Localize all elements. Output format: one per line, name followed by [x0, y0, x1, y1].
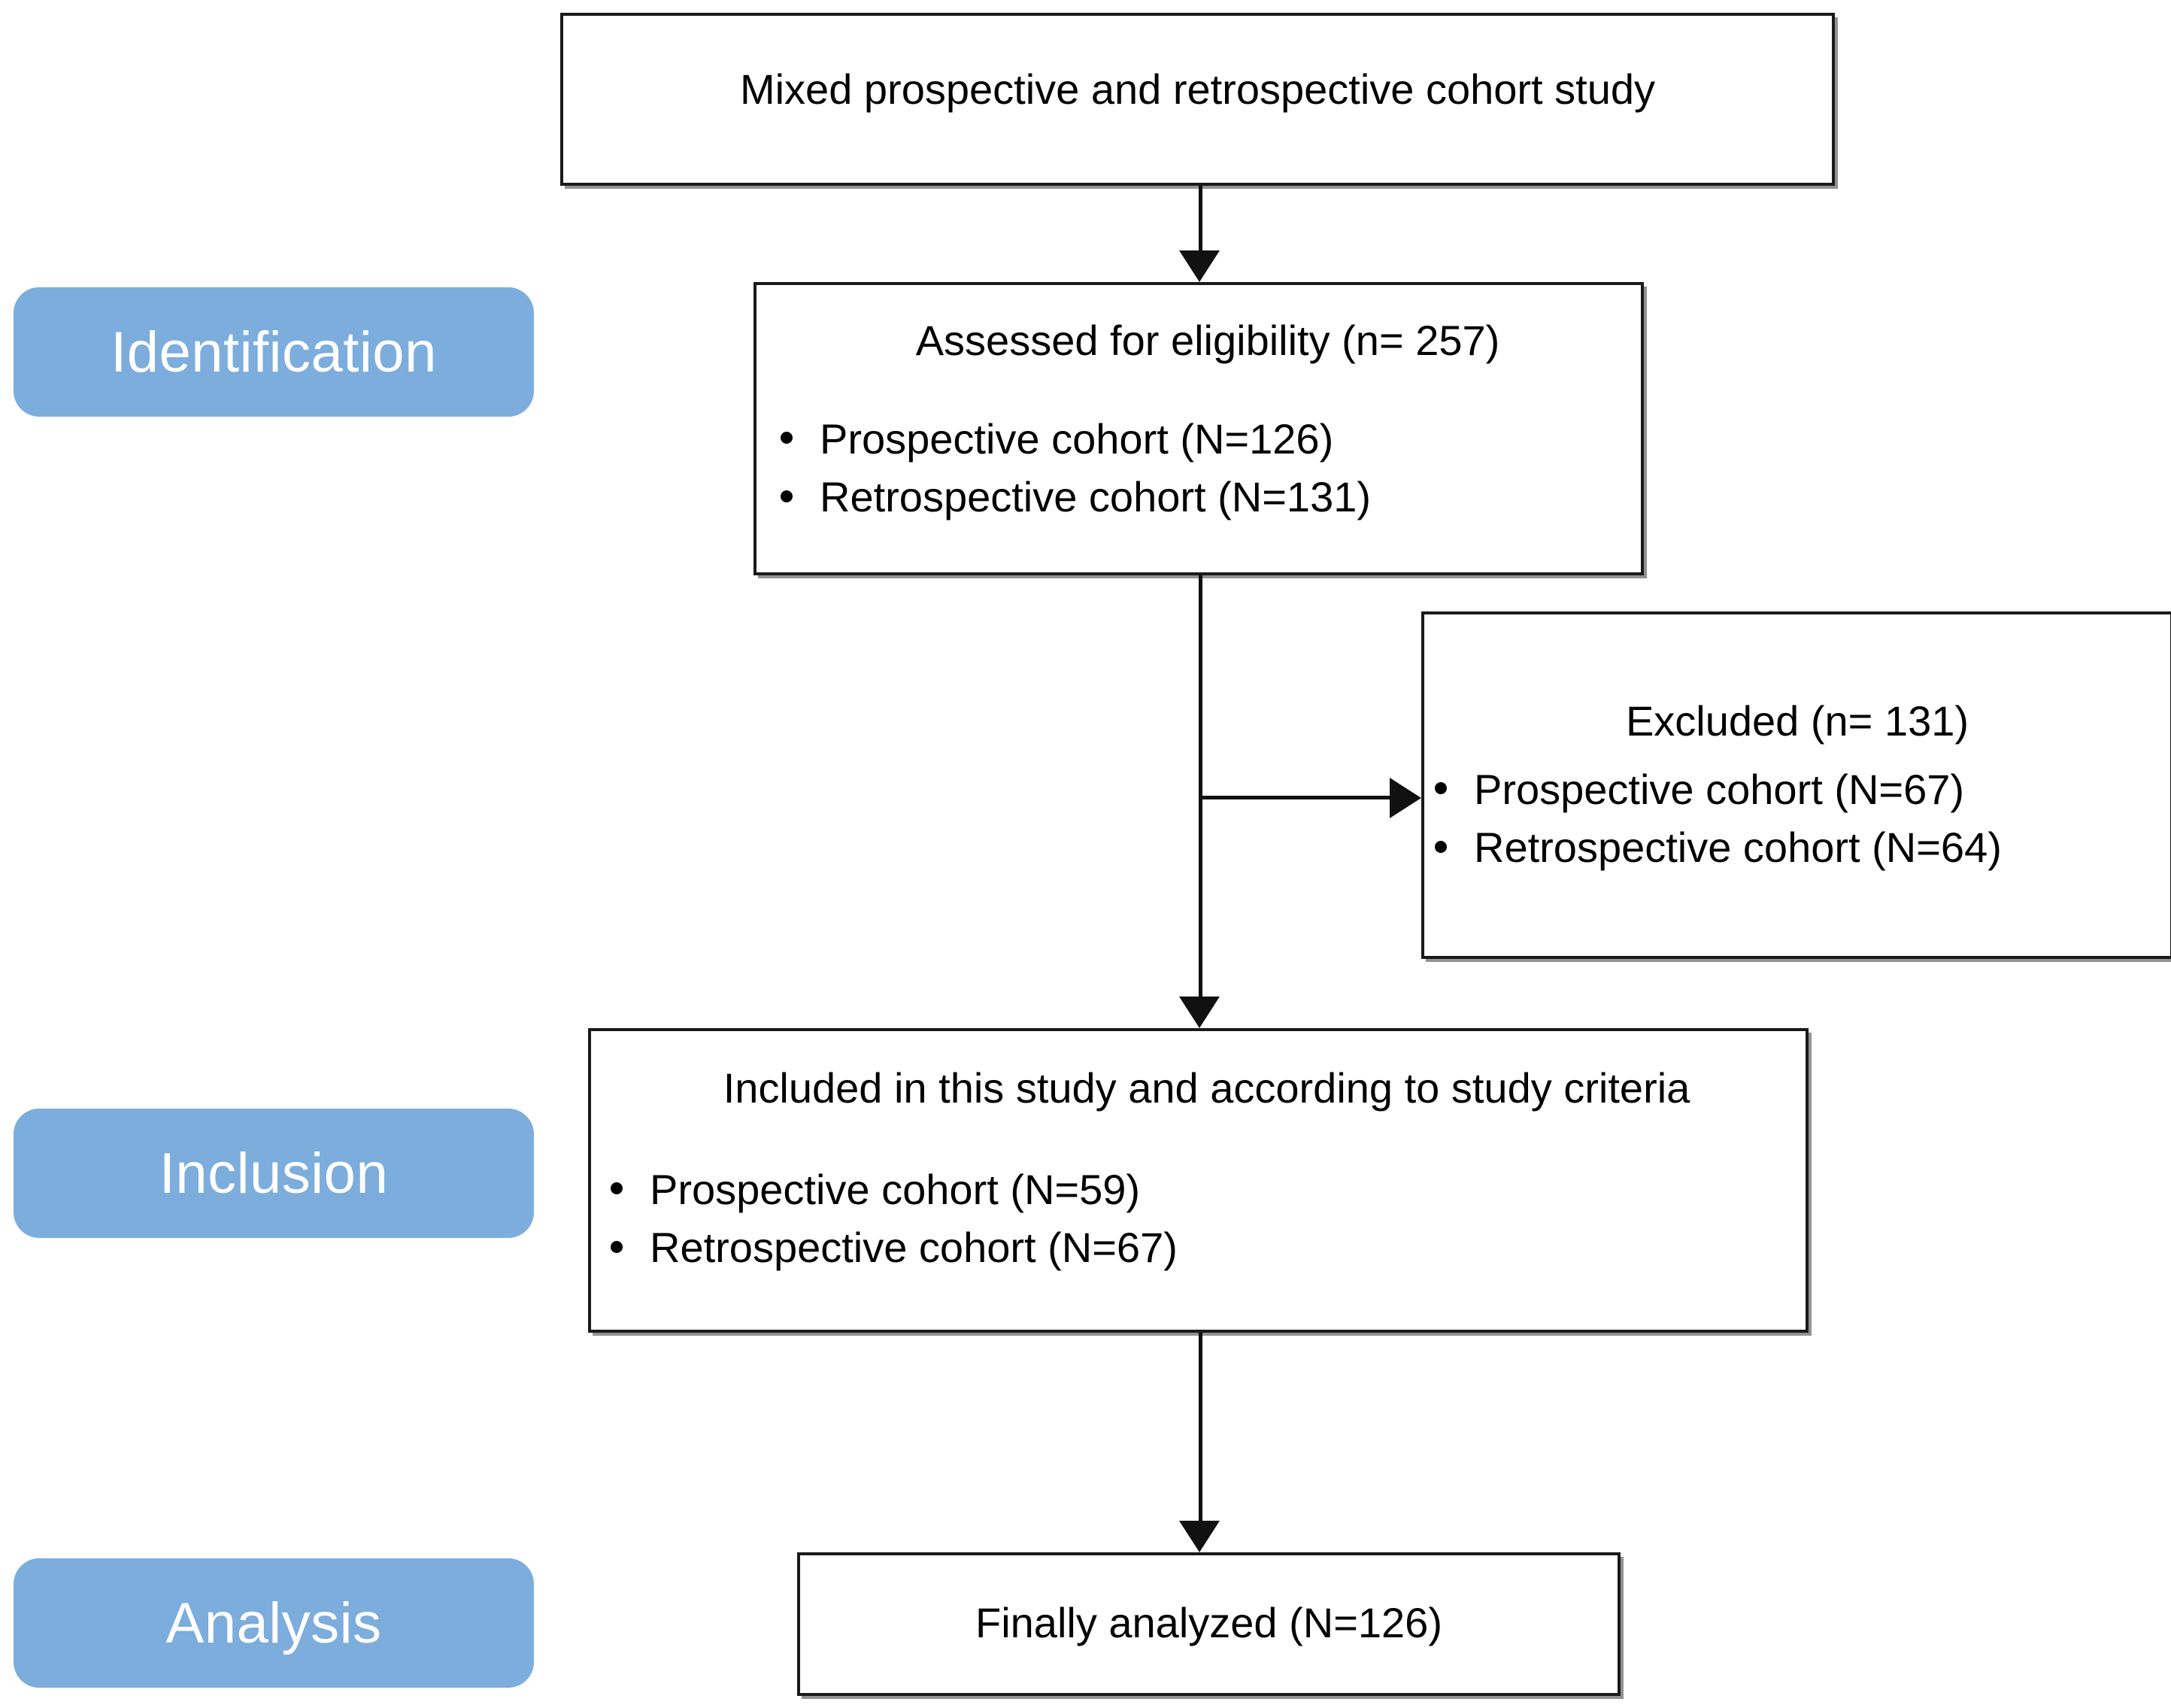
node-finally-analyzed-body: Finally analyzed (N=126) [800, 1555, 1618, 1652]
node-assessed-eligibility: Assessed for eligibility (n= 257) Prospe… [753, 282, 1644, 575]
node-excluded-body: Excluded (n= 131) Prospective cohort (N=… [1424, 614, 2170, 876]
node-assessed-eligibility-title: Assessed for eligibility (n= 257) [915, 317, 1500, 364]
stage-label-identification: Identification [14, 287, 534, 417]
list-item: Prospective cohort (N=126) [770, 410, 1641, 468]
node-study-design: Mixed prospective and retrospective coho… [560, 13, 1835, 186]
node-included-bullets: Prospective cohort (N=59) Retrospective … [600, 1160, 1806, 1277]
node-assessed-eligibility-bullets: Prospective cohort (N=126) Retrospective… [770, 410, 1641, 526]
stage-label-analysis-text: Analysis [165, 1591, 382, 1655]
list-item: Prospective cohort (N=59) [600, 1160, 1806, 1218]
list-item: Retrospective cohort (N=64) [1424, 818, 2170, 876]
connector-eligible-to-included-line [1199, 575, 1202, 997]
node-excluded: Excluded (n= 131) Prospective cohort (N=… [1421, 611, 2171, 959]
stage-label-analysis: Analysis [14, 1558, 534, 1688]
list-item: Retrospective cohort (N=67) [600, 1218, 1806, 1276]
connector-study-to-eligible-line [1199, 186, 1202, 253]
list-item: Prospective cohort (N=67) [1424, 760, 2170, 818]
node-assessed-eligibility-body: Assessed for eligibility (n= 257) Prospe… [757, 285, 1641, 526]
connector-eligible-to-excluded-line [1202, 796, 1391, 799]
node-finally-analyzed-title: Finally analyzed (N=126) [975, 1599, 1442, 1646]
list-item: Retrospective cohort (N=131) [770, 468, 1641, 526]
arrow-down-icon [1179, 1521, 1220, 1552]
connector-included-to-analyzed-line [1199, 1333, 1202, 1522]
node-included: Included in this study and according to … [588, 1028, 1809, 1333]
stage-label-identification-text: Identification [111, 320, 437, 384]
stage-label-inclusion-text: Inclusion [159, 1141, 389, 1206]
arrow-down-icon [1179, 997, 1220, 1028]
stage-label-inclusion: Inclusion [14, 1109, 534, 1238]
node-study-design-body: Mixed prospective and retrospective coho… [563, 16, 1832, 118]
arrow-down-icon [1179, 250, 1220, 282]
node-study-design-title: Mixed prospective and retrospective coho… [739, 65, 1656, 113]
node-excluded-title: Excluded (n= 131) [1625, 697, 1969, 745]
arrow-right-icon [1390, 778, 1421, 818]
node-finally-analyzed: Finally analyzed (N=126) [797, 1552, 1621, 1696]
node-included-title: Included in this study and according to … [723, 1064, 1690, 1112]
node-excluded-bullets: Prospective cohort (N=67) Retrospective … [1424, 760, 2170, 877]
node-included-body: Included in this study and according to … [591, 1031, 1806, 1276]
